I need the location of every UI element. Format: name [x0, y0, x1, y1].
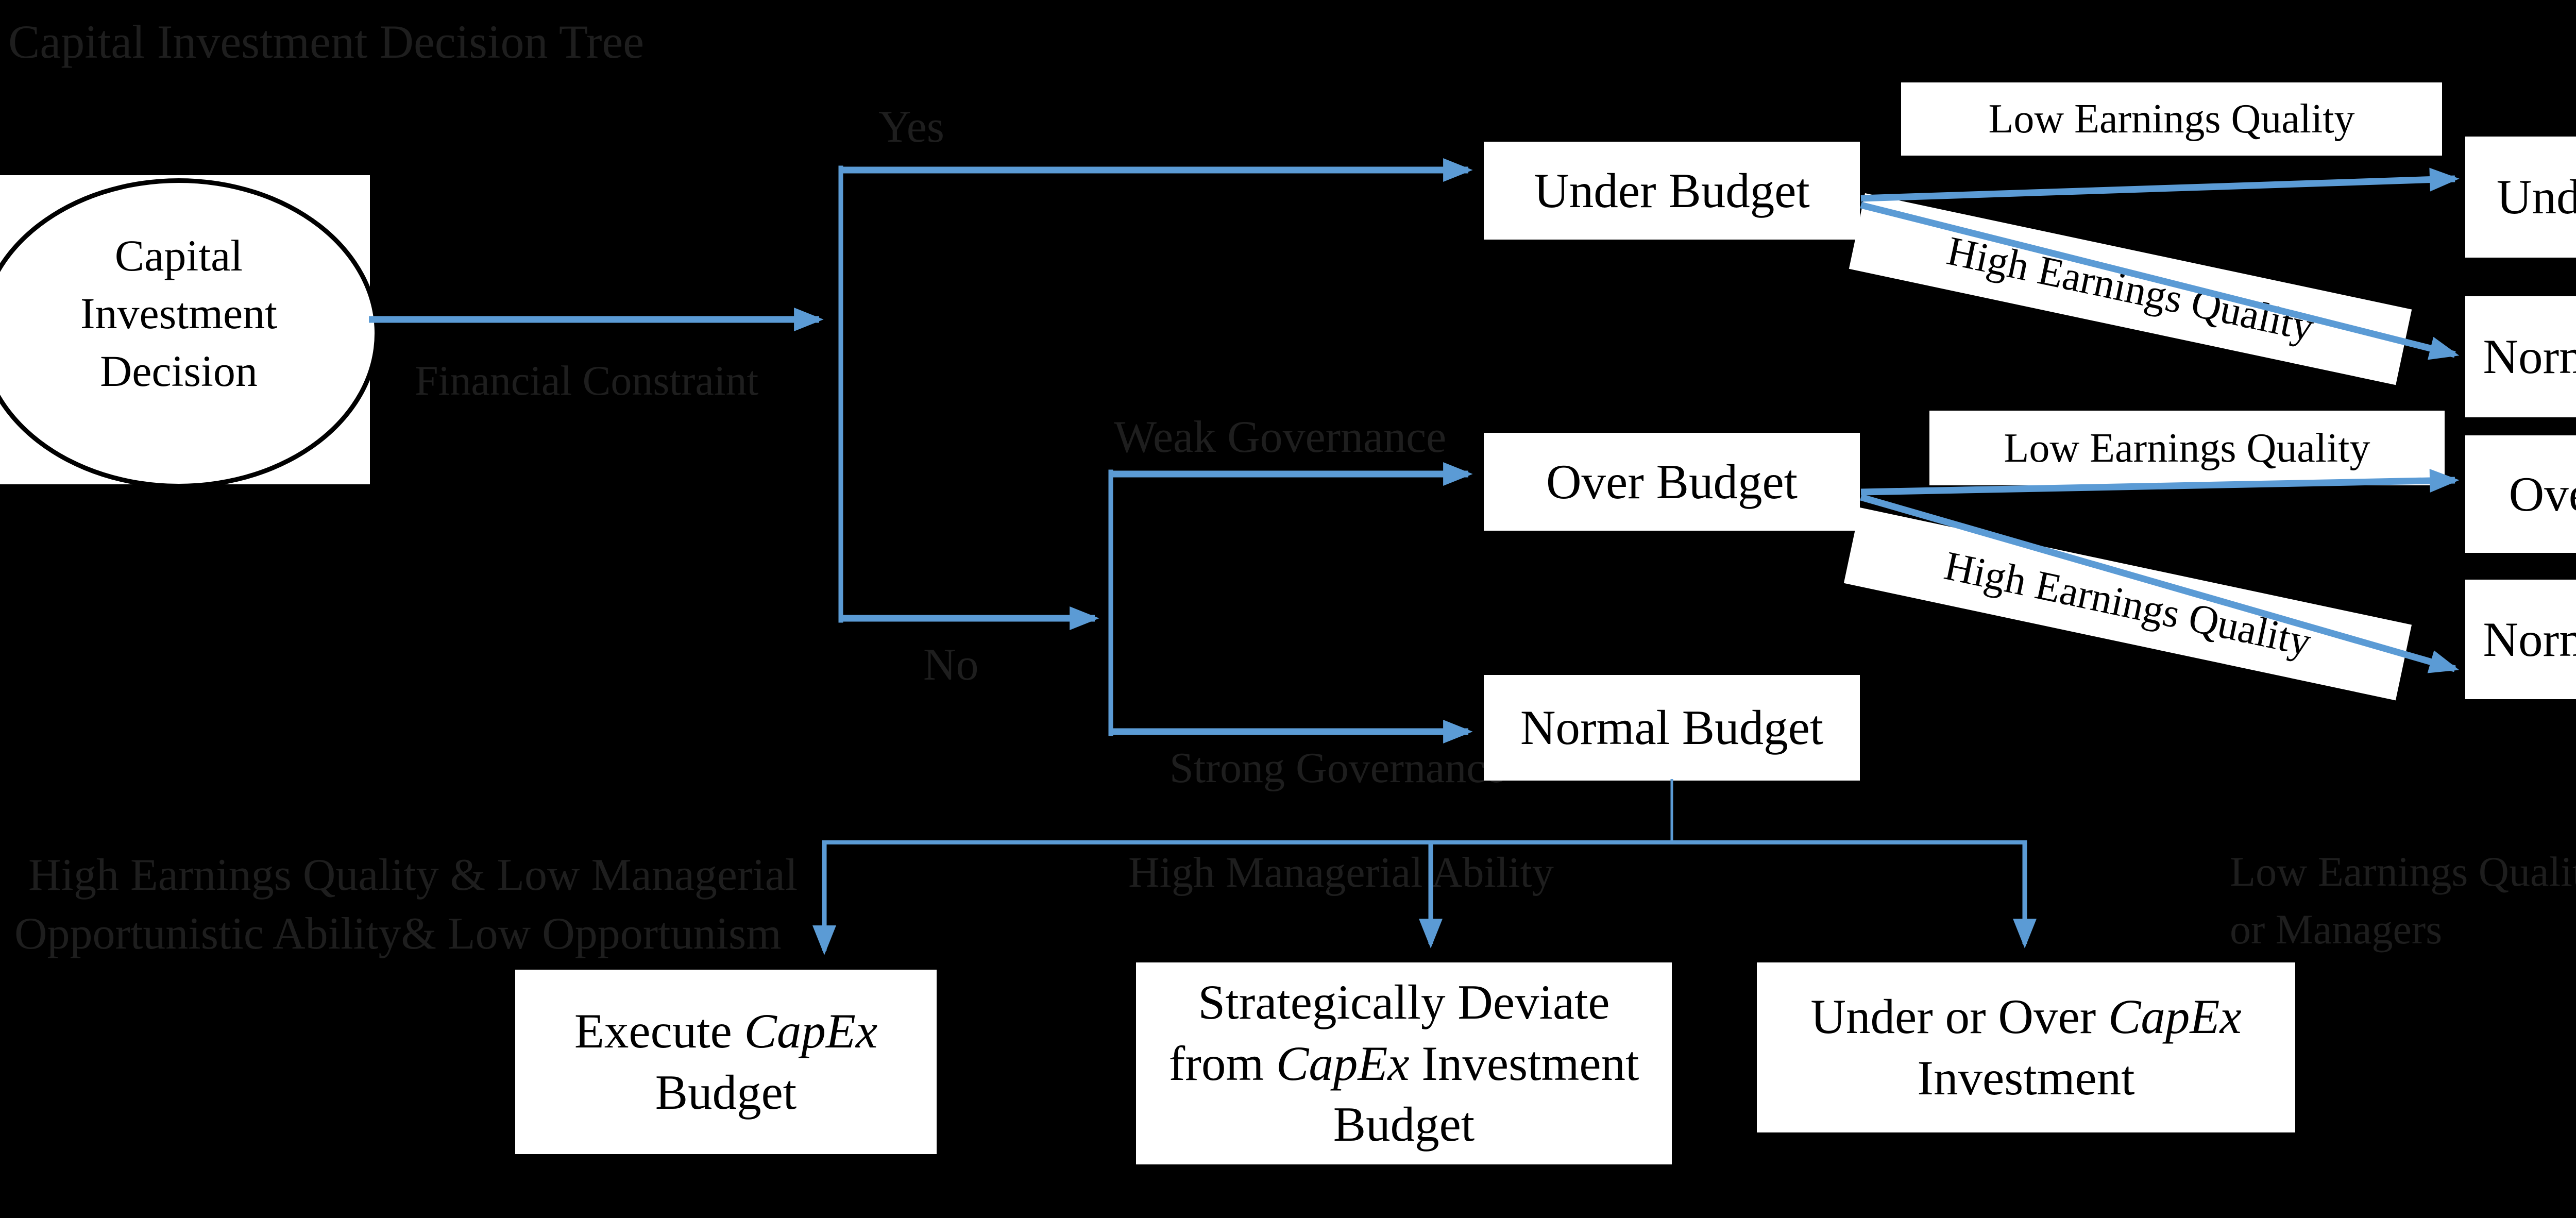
- yes-label: Yes: [878, 102, 945, 152]
- under-or-over-capex-node: Under or Over CapEx Investment: [1757, 962, 2295, 1132]
- normal-budget-node: Normal Budget: [1484, 675, 1860, 781]
- diagram-title: Capital Investment Decision Tree: [8, 15, 645, 68]
- low-earnings-quality-label-top: Low Earnings Quality: [1901, 82, 2442, 156]
- strategically-deviate-text: Strategically Deviate from CapEx Investm…: [1168, 974, 1639, 1152]
- left-note-line2: Opportunistic Ability& Low Opportunism: [14, 909, 782, 959]
- strong-governance-label: Strong Governance: [1170, 744, 1505, 792]
- strategically-deviate-node: Strategically Deviate from CapEx Investm…: [1136, 962, 1672, 1164]
- no-label: No: [923, 640, 979, 690]
- arrow-under-budget-to-under-investment: [1860, 167, 2460, 202]
- financial-constraint-label: Financial Constraint: [415, 357, 759, 404]
- middle-note: High Managerial Ability: [1128, 849, 1554, 896]
- root-node-label: Capital Investment Decision: [80, 231, 278, 396]
- right-note-line2: or Managers: [2230, 906, 2443, 953]
- left-note-line1: High Earnings Quality & Low Managerial: [28, 850, 798, 900]
- capital-investment-decision-ellipse: Capital Investment Decision: [0, 178, 379, 488]
- over-investment-node: Over Investment: [2465, 435, 2576, 553]
- right-note-line1: Low Earnings Quality: [2230, 848, 2576, 895]
- arrow-over-budget-to-normal-investment: [1860, 494, 2460, 673]
- arrow-over-budget-to-over-investment: [1860, 468, 2460, 496]
- low-earnings-quality-label-mid: Low Earnings Quality: [1929, 411, 2445, 485]
- under-budget-node: Under Budget: [1484, 142, 1860, 240]
- under-or-over-capex-text: Under or Over CapEx Investment: [1810, 989, 2242, 1105]
- weak-governance-label: Weak Governance: [1114, 412, 1447, 462]
- execute-capex-budget-text: Execute CapEx Budget: [574, 1004, 878, 1120]
- normal-investment-node-top: Normal Investment: [2465, 296, 2576, 417]
- execute-capex-budget-node: Execute CapEx Budget: [515, 970, 937, 1154]
- arrow-under-budget-to-normal-investment: [1860, 201, 2460, 360]
- under-investment-node: Under Investment: [2465, 137, 2576, 258]
- normal-investment-node-bottom: Normal Investment: [2465, 580, 2576, 699]
- over-budget-node: Over Budget: [1484, 433, 1860, 531]
